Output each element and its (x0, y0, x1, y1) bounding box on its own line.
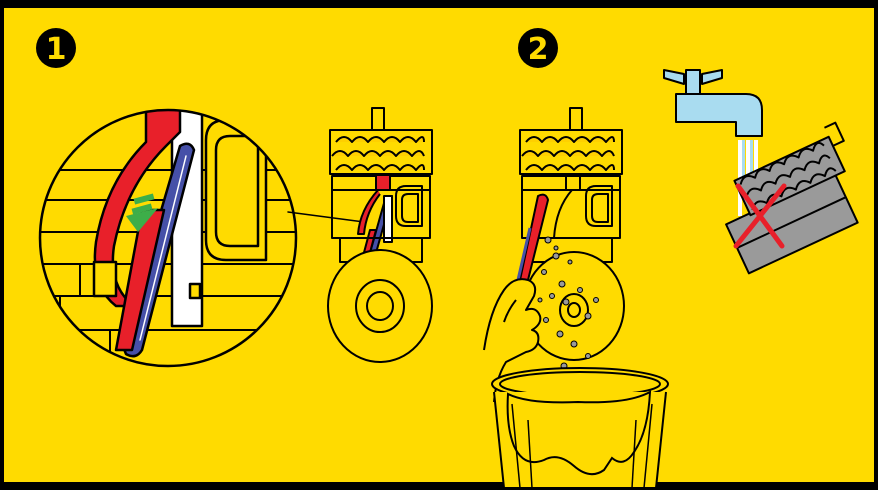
step-2-number: 2 (528, 32, 549, 67)
step-2-badge: 2 (518, 28, 558, 68)
down-arrow-icon (126, 193, 158, 232)
filter-cyclone-icon (725, 121, 859, 275)
trash-bin-icon (491, 367, 669, 489)
hand-icon (483, 193, 549, 403)
step-1-badge: 1 (36, 28, 76, 68)
tap-icon (663, 69, 763, 137)
step-1-number: 1 (46, 32, 67, 67)
vacuum-cylinder-open-icon (519, 107, 625, 361)
no-cross-icon (733, 183, 787, 249)
vacuum-cylinder-icon (327, 107, 433, 363)
magnifier-circle-icon (38, 108, 365, 368)
